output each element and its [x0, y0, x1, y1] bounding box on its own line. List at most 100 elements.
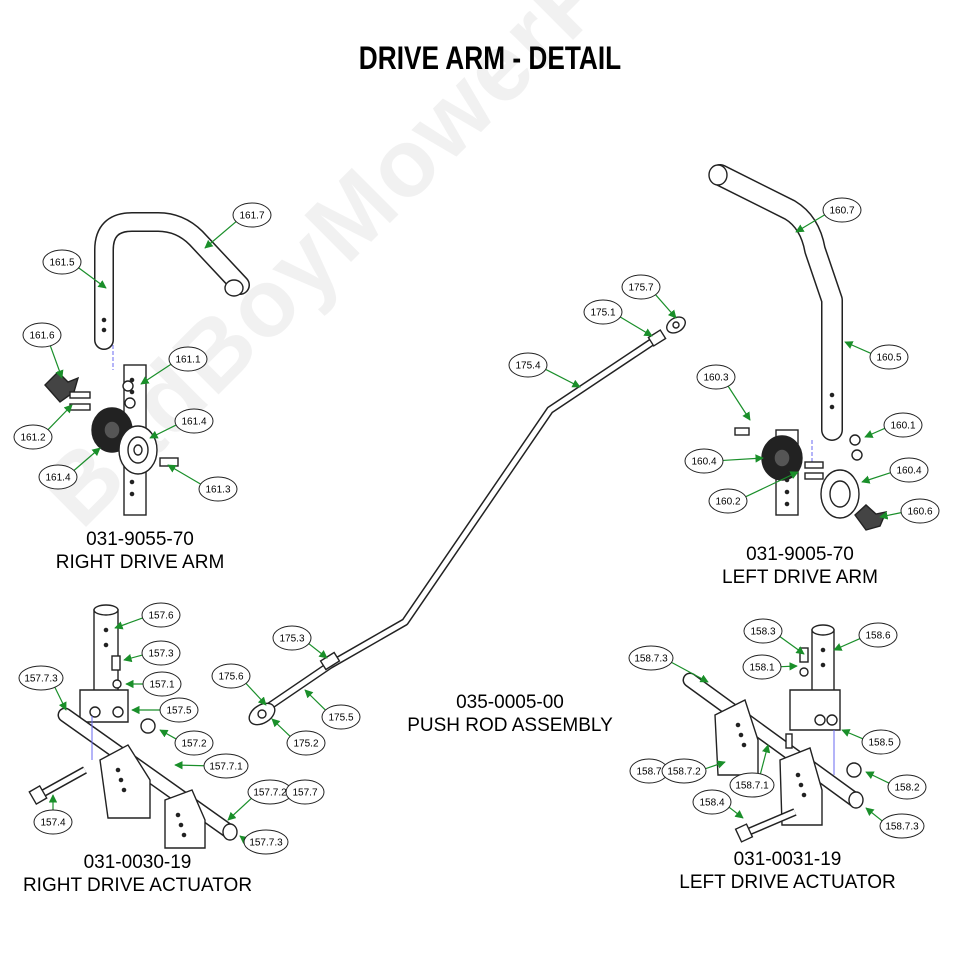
callout-bubble: [198, 476, 238, 502]
callout-label: 175.1: [590, 308, 615, 319]
leader-arrow: [73, 447, 101, 472]
callout-label: 160.2: [715, 497, 740, 508]
leader-arrow: [722, 454, 764, 463]
leader-arrow: [167, 464, 202, 485]
callout-158-7-3: 158.7.3: [628, 645, 709, 683]
callout-label: 161.5: [49, 258, 74, 269]
callout-161-5: 161.5: [42, 249, 107, 289]
part-name: PUSH ROD ASSEMBLY: [407, 715, 613, 736]
callout-bubble: [174, 730, 214, 756]
callout-bubble: [887, 774, 927, 800]
callout-158-6: 158.6: [833, 622, 898, 651]
callout-label: 157.5: [166, 706, 191, 717]
callout-bubble: [661, 758, 707, 784]
leader-arrow: [49, 344, 64, 379]
callout-bubble: [13, 424, 53, 450]
callout-158-2: 158.2: [865, 771, 927, 800]
callout-160-7: 160.7: [795, 197, 862, 233]
callout-160-2: 160.2: [708, 471, 799, 514]
callout-label: 158.7.2: [667, 767, 701, 778]
callout-label: 158.5: [868, 738, 893, 749]
callout-157-7-3: 157.7.3: [18, 665, 67, 711]
callout-175-4: 175.4: [508, 352, 581, 388]
callout-label: 158.3: [750, 627, 775, 638]
callout-label: 175.7: [628, 283, 653, 294]
leader-arrow: [114, 617, 143, 630]
callout-label: 158.7.3: [885, 822, 919, 833]
leader-arrow: [727, 385, 751, 421]
callout-175-7: 175.7: [621, 274, 677, 319]
callout-157-6: 157.6: [114, 602, 181, 630]
leader-arrow: [304, 689, 327, 711]
callout-label: 160.3: [703, 373, 728, 384]
callout-bubble: [211, 663, 251, 689]
leader-arrow: [844, 341, 872, 354]
right-drive-arm-drawing: [44, 212, 250, 516]
callout-160-4: 160.4: [684, 448, 764, 474]
callout-bubble: [869, 344, 909, 370]
callout-bubble: [18, 665, 64, 691]
leader-arrow: [705, 760, 726, 770]
left-drive-arm-drawing: [708, 164, 888, 531]
callout-157-7-3: 157.7.3: [239, 829, 289, 855]
leader-arrow: [308, 642, 328, 659]
leader-arrow: [239, 835, 249, 844]
callout-label: 175.5: [328, 713, 353, 724]
callout-175-5: 175.5: [304, 689, 361, 730]
callout-157-1: 157.1: [125, 671, 182, 697]
callout-bubble: [33, 809, 73, 835]
callout-bubble: [22, 322, 62, 348]
callout-label: 161.4: [45, 473, 70, 484]
callout-label: 158.1: [749, 663, 774, 674]
callout-175-6: 175.6: [211, 663, 267, 706]
leader-arrow: [879, 511, 902, 520]
callout-label: 175.4: [515, 361, 540, 372]
callout-label: 160.4: [691, 457, 716, 468]
callout-bubble: [508, 352, 548, 378]
callout-label: 157.7.3: [24, 674, 58, 685]
callout-158-4: 158.4: [692, 789, 744, 819]
callout-bubble: [883, 412, 923, 438]
callout-bubble: [243, 829, 289, 855]
callout-label: 161.2: [20, 433, 45, 444]
leader-arrow: [227, 797, 253, 821]
callout-label: 160.6: [907, 507, 932, 518]
callout-bubble: [38, 464, 78, 490]
callout-label: 157.7.1: [209, 762, 243, 773]
callout-157-7: 157.7: [285, 779, 325, 805]
callout-bubble: [141, 640, 181, 666]
callout-label: 157.7.3: [249, 838, 283, 849]
callout-bubble: [742, 654, 782, 680]
right-actuator-drawing: [28, 604, 238, 849]
callout-157-4: 157.4: [33, 794, 73, 835]
leader-arrow: [864, 427, 886, 438]
callout-161-3: 161.3: [167, 464, 238, 502]
callout-label: 158.4: [699, 798, 724, 809]
callout-label: 175.2: [293, 739, 318, 750]
leader-arrow: [140, 363, 172, 385]
push-rod-drawing: [248, 316, 686, 726]
callout-bubble: [822, 197, 862, 223]
leader-arrow: [654, 293, 677, 319]
part-number: 031-9005-70: [746, 544, 854, 565]
callout-157-7-2: 157.7.2: [227, 779, 293, 821]
callout-158-5: 158.5: [841, 729, 901, 755]
callout-bubble: [708, 488, 748, 514]
callout-label: 158.7.1: [735, 781, 769, 792]
callout-161-7: 161.7: [204, 202, 272, 249]
callout-label: 158.7: [636, 767, 661, 778]
callout-bubble: [628, 645, 674, 671]
callout-175-1: 175.1: [583, 299, 653, 337]
callout-157-7-1: 157.7.1: [174, 753, 249, 779]
leader-arrow: [271, 718, 291, 738]
callout-bubble: [583, 299, 623, 325]
leader-arrow: [78, 267, 107, 289]
callout-label: 160.7: [829, 206, 854, 217]
leader-arrow: [54, 686, 67, 711]
leader-arrow: [745, 471, 799, 498]
callout-label: 160.1: [890, 421, 915, 432]
callout-175-2: 175.2: [271, 718, 326, 756]
callout-bubble: [743, 618, 783, 644]
caption-left-actuator: 031-0031-19 LEFT DRIVE ACTUATOR: [665, 848, 910, 894]
callout-bubble: [692, 789, 732, 815]
